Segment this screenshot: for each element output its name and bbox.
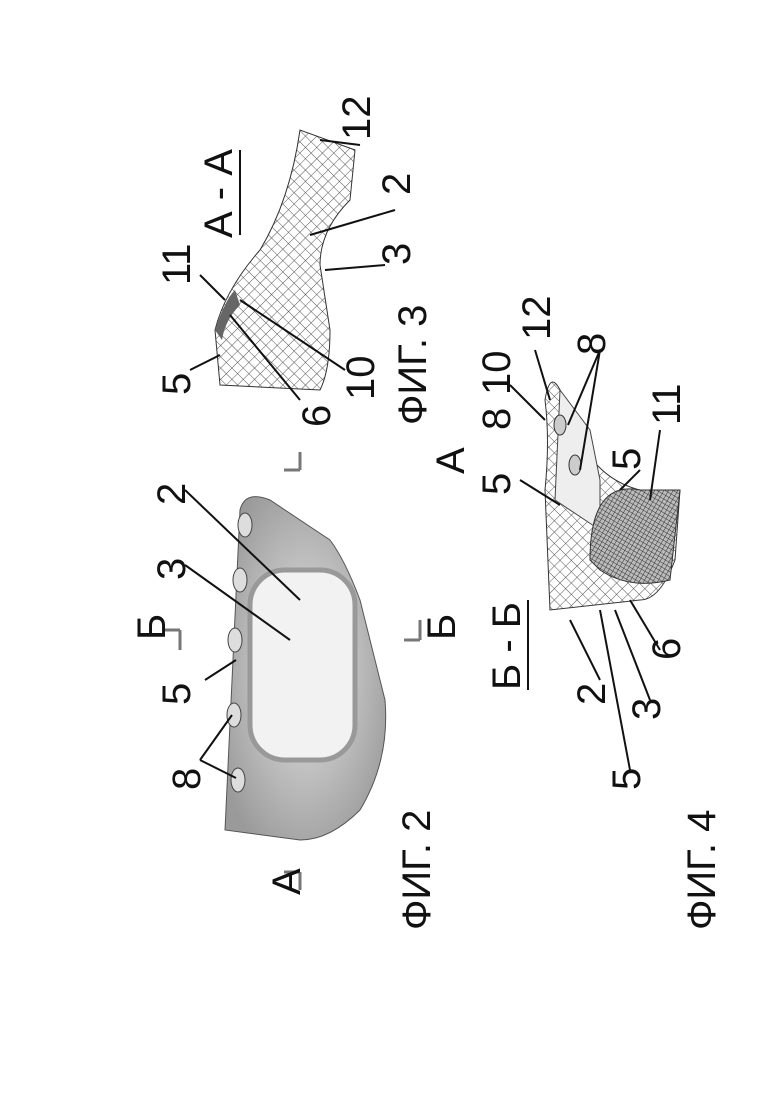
label-2: 2 [375, 173, 419, 195]
label-2: 2 [150, 483, 194, 505]
layer-5-11 [590, 489, 680, 583]
label-6: 6 [645, 638, 689, 660]
section-mark-a: А [265, 868, 309, 895]
label-12: 12 [515, 296, 559, 341]
label-10: 10 [475, 351, 519, 396]
label-5: 5 [155, 373, 199, 395]
label-11: 11 [645, 383, 689, 425]
section-mark-b: Б [130, 614, 174, 640]
label-8: 8 [475, 408, 519, 430]
section-mark-a: А [429, 447, 473, 474]
figure-caption: ФИГ. 4 [680, 810, 724, 930]
label-3: 3 [625, 698, 669, 720]
label-2: 2 [570, 683, 614, 705]
label-10: 10 [339, 356, 383, 401]
label-3: 3 [375, 243, 419, 265]
label-6: 6 [295, 405, 339, 427]
label-11: 11 [155, 243, 199, 285]
label-8: 8 [570, 333, 614, 355]
label-5: 5 [605, 448, 649, 470]
figure-caption: ФИГ. 2 [395, 810, 439, 930]
figure-3: 5 11 6 10 12 2 3 А - А ФИГ. 3 [155, 96, 435, 428]
section-title: А - А [197, 149, 241, 238]
label-5: 5 [155, 683, 199, 705]
figure-4: 8 5 10 12 8 5 11 2 5 3 6 Б - Б ФИГ. 4 [475, 296, 724, 931]
label-12: 12 [335, 96, 379, 141]
figure-2: 8 5 3 2 А А Б Б ФИГ. 2 [130, 447, 473, 930]
label-3: 3 [150, 558, 194, 580]
section-mark-b: Б [420, 614, 464, 640]
section-title: Б - Б [485, 602, 529, 690]
figure-caption: ФИГ. 3 [391, 305, 435, 425]
label-5: 5 [605, 768, 649, 790]
label-5: 5 [475, 473, 519, 495]
insert-pad [250, 570, 355, 760]
perforation-hole [569, 455, 581, 475]
perforation-hole [554, 415, 566, 435]
label-8: 8 [165, 768, 209, 790]
